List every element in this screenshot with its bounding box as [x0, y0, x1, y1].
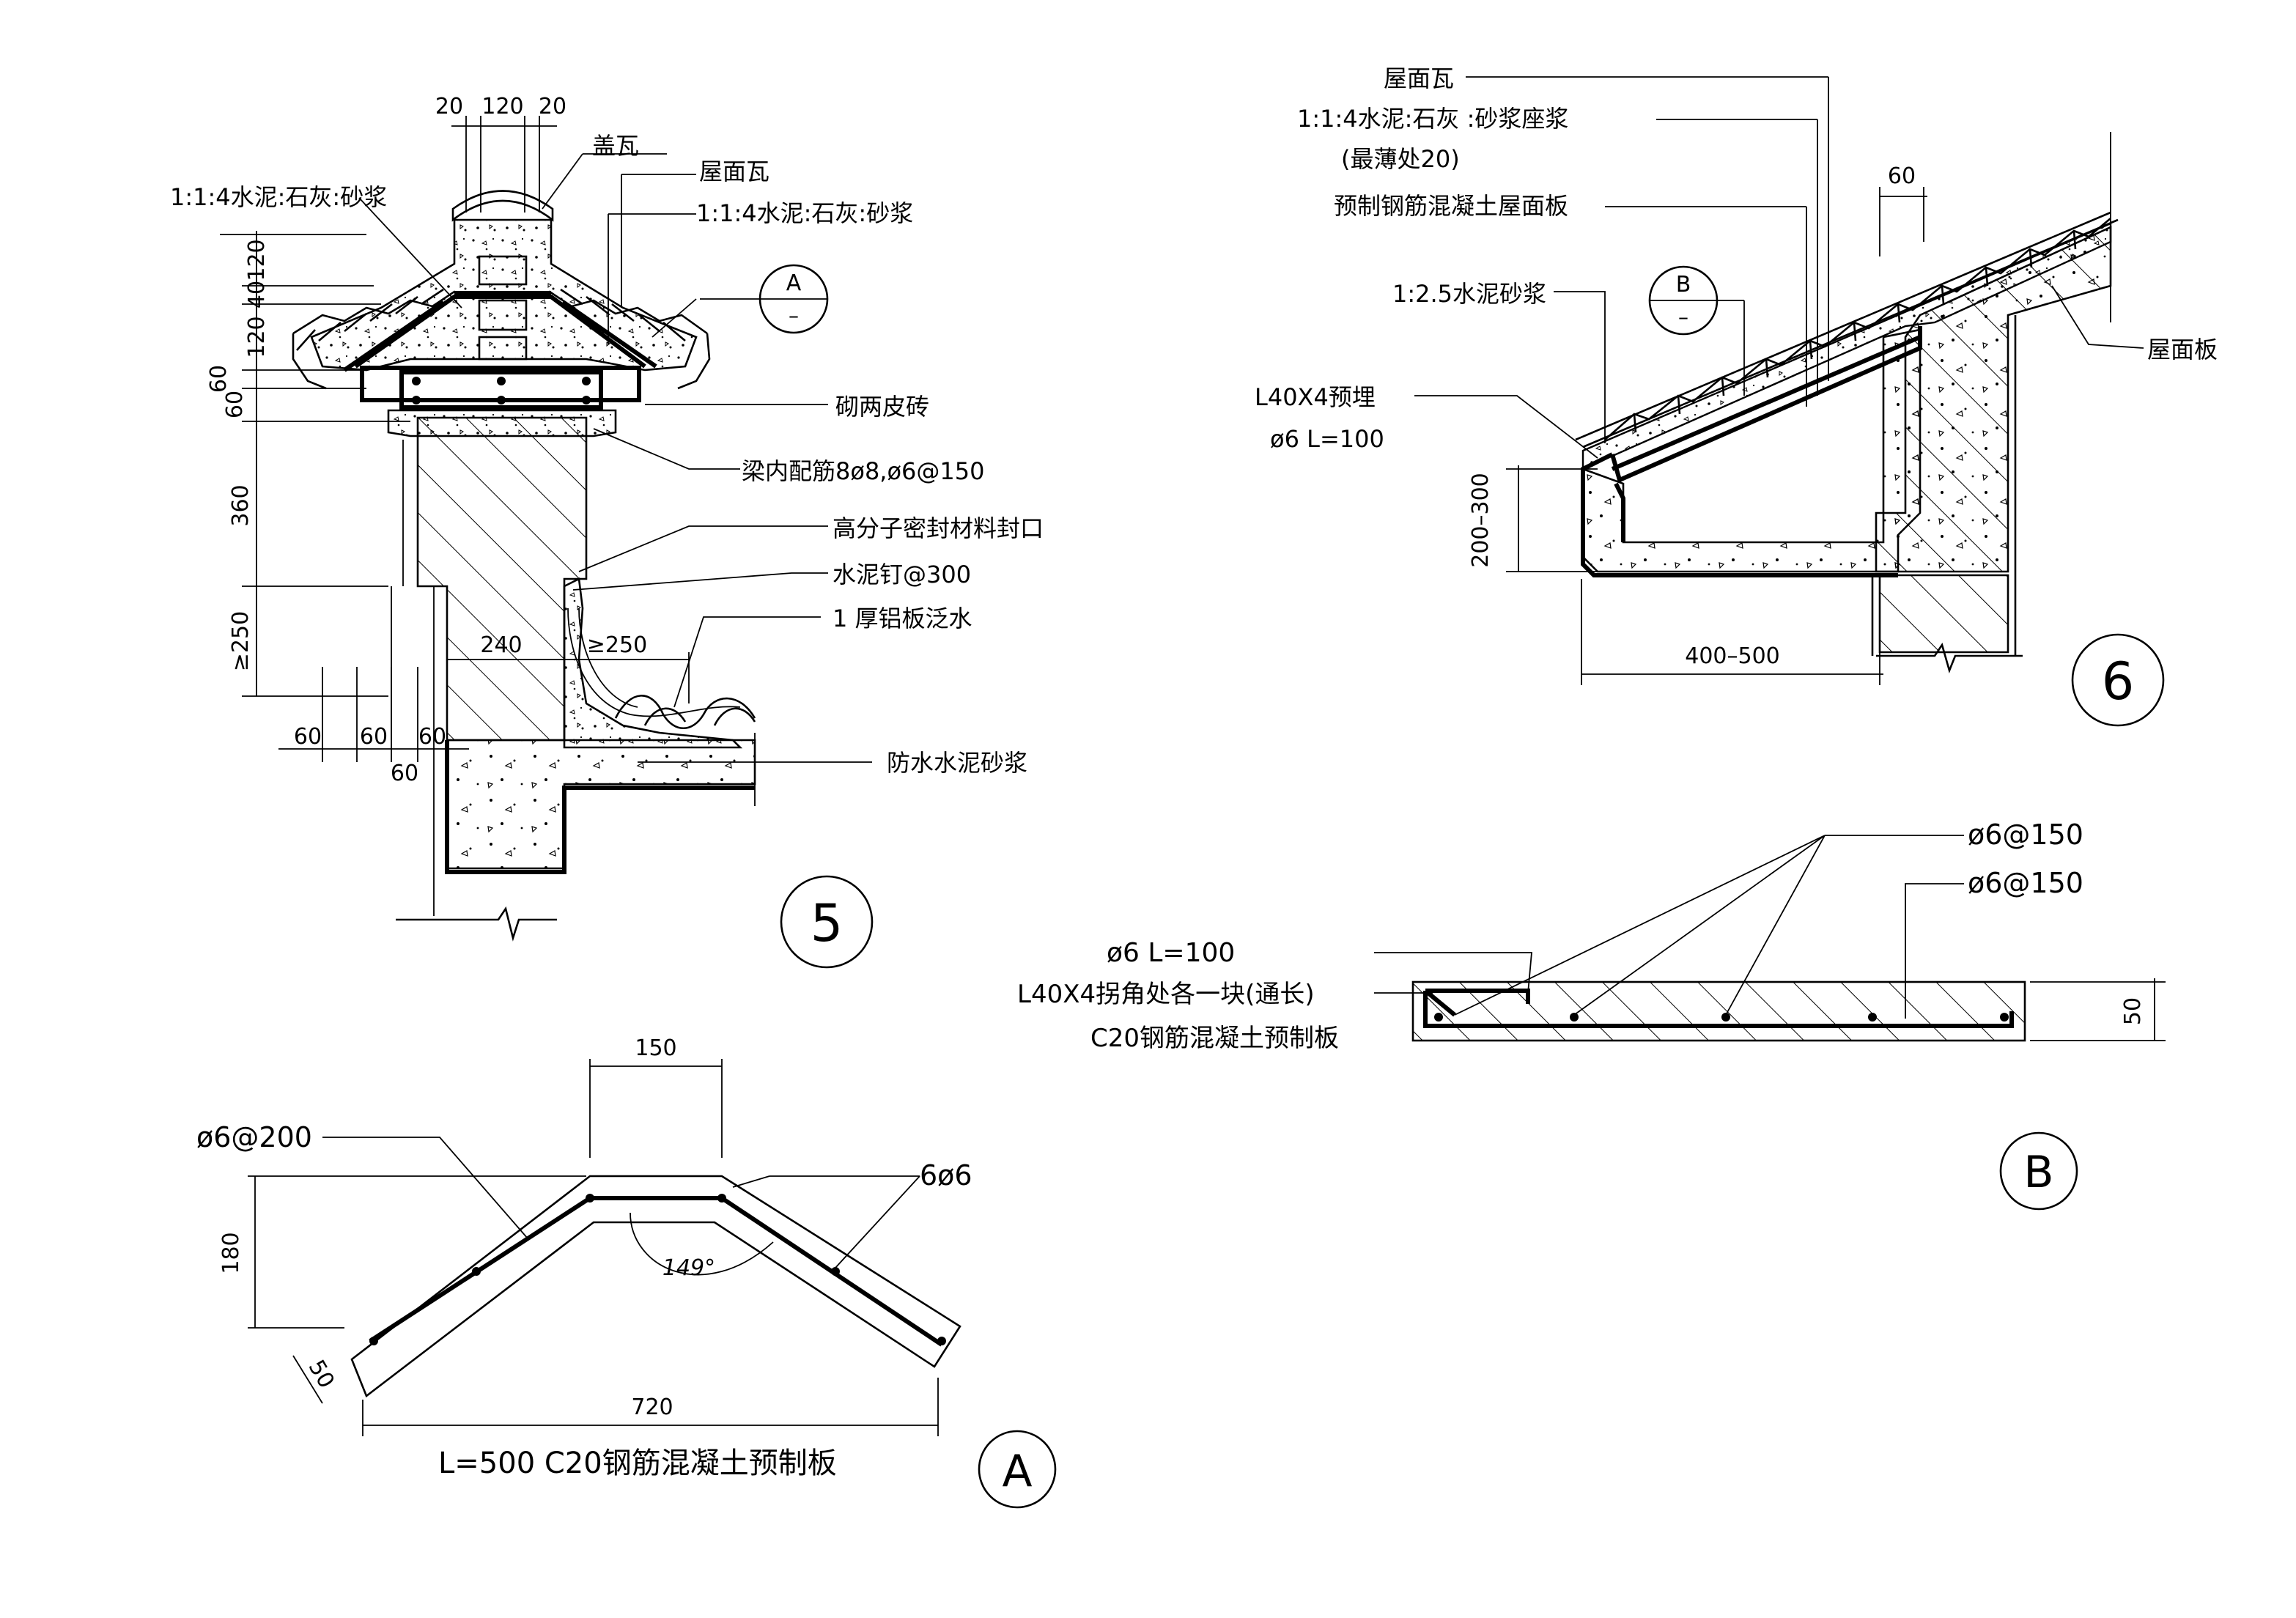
dim-60-e: 60 [418, 724, 446, 750]
dim-gte-250: ≥250 [228, 611, 254, 671]
detail-5: 20 120 20 [170, 94, 1044, 969]
detail-6: 60 200–300 400–500 屋面瓦 1:1:4水泥:石灰 :砂浆座浆 … [1255, 64, 2218, 727]
dim-180: 180 [218, 1232, 244, 1274]
label-rebar-top2-b: ø6@150 [1968, 867, 2083, 899]
dim-60-b: 60 [222, 391, 248, 418]
label-mortar-left: 1:1:4水泥:石灰:砂浆 [170, 183, 387, 211]
callout-a-dash: – [789, 303, 799, 328]
detail6-number: 6 [2102, 651, 2135, 712]
label-rebar-top1-b: ø6@150 [1968, 819, 2083, 851]
label-sealant: 高分子密封材料封口 [833, 514, 1044, 542]
detailA-number: A [1002, 1446, 1032, 1497]
dim-360: 360 [228, 484, 254, 526]
callout-b-dash: – [1678, 305, 1688, 329]
label-waterproof: 防水水泥砂浆 [887, 749, 1027, 777]
detail-number-a: A [978, 1430, 1057, 1509]
label-roof-tile: 屋面瓦 [699, 158, 769, 185]
dim-120-top: 120 [481, 94, 523, 119]
ring-beam [360, 366, 641, 410]
label-angle-line1: L40X4预埋 [1255, 383, 1376, 411]
gutter [1581, 328, 1922, 573]
callout-a-letter: A [786, 270, 802, 296]
label-cement-mortar: 1:2.5水泥砂浆 [1392, 280, 1546, 308]
label-beam-rebar: 梁内配筋8ø8,ø6@150 [742, 457, 985, 485]
detail5-bottom-dimensions: 60 60 60 60 [278, 667, 469, 786]
label-nail: 水泥钉@300 [833, 561, 971, 588]
dim-60-d: 60 [360, 724, 388, 750]
dim-50-a: 50 [303, 1356, 339, 1393]
ridge-slab [343, 295, 657, 372]
dim-150: 150 [635, 1035, 676, 1061]
dim-20-right: 20 [539, 94, 566, 119]
caption-a: L=500 C20钢筋混凝土预制板 [438, 1447, 837, 1480]
detail-b: 50 ø6@150 ø6@150 ø6 L=100 L40X4拐角处各一块(通长… [1017, 819, 2166, 1211]
dim-60-f: 60 [391, 761, 418, 786]
label-anchor-b: ø6 L=100 [1107, 938, 1235, 968]
callout-b-letter: B [1676, 272, 1691, 298]
dim-400-500: 400–500 [1685, 643, 1780, 669]
roof-tiles-6 [1575, 211, 2119, 448]
dim-60-c: 60 [294, 724, 322, 750]
dim-20-left: 20 [435, 94, 463, 119]
label-roof-tile-6: 屋面瓦 [1384, 64, 1454, 92]
ridge-slab-a [350, 1175, 961, 1398]
label-mortar-right: 1:1:4水泥:石灰:砂浆 [696, 199, 913, 227]
detail5-labels: 1:1:4水泥:石灰:砂浆 盖瓦 屋面瓦 1:1:4水泥:石灰:砂浆 砌两皮砖 … [170, 132, 1044, 777]
label-rebar-left-a: ø6@200 [196, 1121, 312, 1153]
dim-120-a: 120 [244, 239, 270, 281]
detail5-left-dimensions: 120 40 120 60 60 360 ≥250 [206, 231, 410, 697]
detail5-top-dimension: 20 120 20 [435, 94, 566, 213]
break-line [396, 906, 557, 942]
wall-6 [1878, 574, 2009, 654]
dim-120-b: 120 [244, 316, 270, 358]
angle-149: 149° [662, 1255, 715, 1281]
label-angle-line2: ø6 L=100 [1270, 425, 1384, 453]
label-brick: 砌两皮砖 [835, 393, 929, 421]
label-precast-slab: 预制钢筋混凝土屋面板 [1334, 192, 1568, 220]
detail-number-5: 5 [780, 875, 874, 969]
label-rebar-right-a: 6ø6 [920, 1159, 972, 1192]
dim-240: 240 [480, 632, 522, 658]
dim-60-top-6: 60 [1888, 163, 1916, 189]
dim-200-300: 200–300 [1468, 473, 1494, 568]
detail5-number: 5 [811, 893, 844, 953]
label-roof-slab: 屋面板 [2147, 336, 2218, 363]
label-angle-b: L40X4拐角处各一块(通长) [1017, 980, 1315, 1009]
dim-gte-250-b: ≥250 [587, 632, 647, 658]
dim-60-a: 60 [206, 365, 232, 393]
cap-tile [451, 190, 554, 222]
label-flashing: 1 厚铝板泛水 [833, 605, 972, 632]
floor-slab [445, 733, 756, 874]
roof-tiles-left [292, 288, 477, 390]
barrel-tiles [614, 695, 756, 730]
label-cap-tile: 盖瓦 [592, 132, 639, 160]
detail-a: 149° 150 180 50 720 ø6@200 6ø6 L=500 C20… [196, 1035, 1057, 1509]
detail6-labels: 屋面瓦 1:1:4水泥:石灰 :砂浆座浆 (最薄处20) 预制钢筋混凝土屋面板 … [1255, 64, 2218, 459]
dim-40: 40 [244, 281, 270, 309]
callout-a[interactable]: A – [651, 264, 829, 338]
label-mortar-6-line2: (最薄处20) [1341, 145, 1460, 173]
detail-number-6: 6 [2071, 633, 2165, 727]
callout-b[interactable]: B – [1648, 265, 1745, 396]
label-mortar-6-line1: 1:1:4水泥:石灰 :砂浆座浆 [1297, 105, 1568, 133]
roof-tiles-right [527, 288, 711, 390]
label-slab-b: C20钢筋混凝土预制板 [1090, 1024, 1339, 1053]
dim-50-b: 50 [2120, 997, 2146, 1025]
dim-720: 720 [631, 1394, 673, 1420]
detail-number-b: B [1999, 1131, 2078, 1211]
detailB-number: B [2023, 1147, 2053, 1198]
